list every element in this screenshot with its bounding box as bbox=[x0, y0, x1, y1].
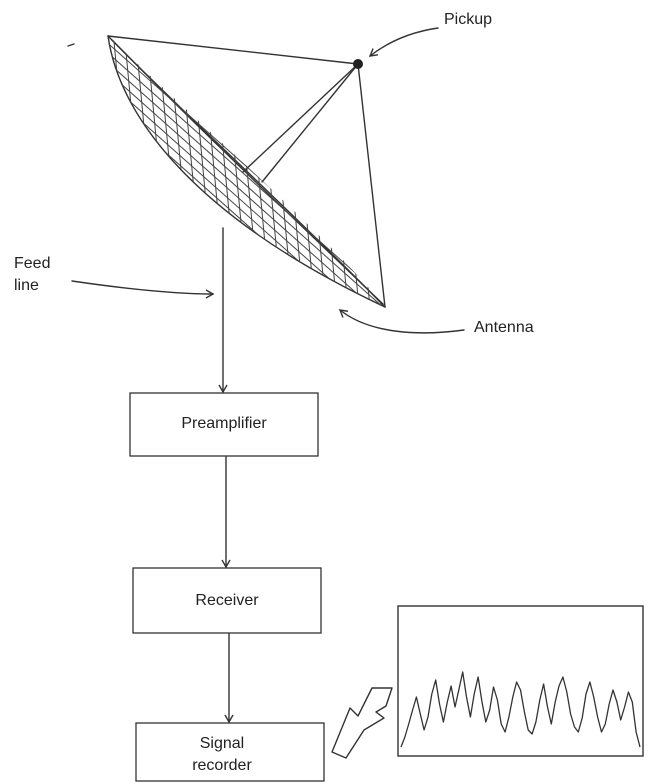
signal-recorder-label-1: Signal bbox=[200, 735, 244, 752]
antenna-label: Antenna bbox=[474, 319, 534, 336]
dish-mesh-line bbox=[185, 44, 385, 307]
dish-mesh-line bbox=[108, 36, 183, 293]
dish-mesh-line bbox=[108, 36, 385, 307]
dish-mesh-line bbox=[297, 67, 385, 307]
dish-mesh-line bbox=[129, 36, 385, 307]
strut-right bbox=[357, 63, 386, 308]
dish-mesh-line bbox=[108, 36, 141, 285]
dish-mesh-line bbox=[108, 36, 155, 288]
dish-mesh-line bbox=[143, 36, 385, 307]
dish-mesh-line bbox=[353, 78, 385, 307]
dish-mesh-line bbox=[320, 36, 352, 307]
feed-line-label-2: line bbox=[14, 277, 39, 294]
receiver-block: Receiver bbox=[132, 567, 322, 634]
output-hollow-arrow bbox=[331, 687, 393, 759]
dish-mesh-line bbox=[108, 36, 337, 307]
dish-mesh-line bbox=[387, 20, 417, 340]
strut-center-b bbox=[261, 63, 359, 183]
dish-mesh-line bbox=[269, 61, 385, 307]
dish-mesh-line bbox=[241, 56, 385, 307]
support-struts bbox=[107, 35, 386, 308]
signal-recorder-label-2: recorder bbox=[192, 757, 252, 774]
dish-mesh-line bbox=[108, 36, 385, 307]
preamplifier-box bbox=[129, 392, 319, 457]
dish-mesh-line bbox=[108, 36, 365, 307]
signal-recorder-block: Signal recorder bbox=[135, 722, 325, 782]
recorder-signal-trace bbox=[400, 671, 641, 748]
dish-mesh-line bbox=[108, 36, 351, 307]
dish-mesh-line bbox=[325, 72, 385, 307]
dish-mesh-line bbox=[171, 42, 385, 307]
dish-mesh-line bbox=[309, 36, 341, 307]
dish-mesh-line bbox=[255, 58, 385, 307]
dish-mesh-line bbox=[265, 36, 297, 307]
preamplifier-block: Preamplifier bbox=[129, 392, 319, 457]
dish-mesh-line bbox=[108, 36, 211, 299]
strut-top bbox=[107, 35, 359, 65]
dish-mesh-line bbox=[398, 20, 428, 340]
feed-line-arrow bbox=[71, 280, 215, 299]
dish-mesh-line bbox=[108, 36, 197, 296]
dish-mesh-line bbox=[298, 36, 330, 307]
dish-mesh-line bbox=[276, 36, 308, 307]
signal-recorder-box bbox=[135, 722, 325, 782]
dish-mesh-line bbox=[287, 36, 319, 307]
dish-mesh-line bbox=[108, 36, 323, 307]
dish-mesh-line bbox=[367, 81, 385, 307]
receiver-label: Receiver bbox=[195, 592, 259, 609]
feed-line-label-1: Feed bbox=[14, 255, 50, 272]
dish-mesh-line bbox=[339, 75, 385, 307]
dish-mesh-line bbox=[283, 64, 385, 307]
dish-mesh-line bbox=[311, 70, 385, 307]
dish-mesh-line bbox=[227, 53, 385, 307]
dish-mesh-line bbox=[108, 36, 169, 290]
dish-mesh-line bbox=[108, 36, 385, 307]
stray-mark bbox=[67, 43, 75, 47]
strut-center-a bbox=[242, 63, 359, 173]
preamplifier-label: Preamplifier bbox=[181, 415, 267, 432]
dish-mesh bbox=[108, 20, 648, 410]
pickup-arrow bbox=[368, 27, 439, 57]
pickup-label: Pickup bbox=[444, 11, 492, 28]
recorder-output-display bbox=[397, 605, 644, 757]
dish-mesh-line bbox=[115, 36, 385, 307]
receiver-box bbox=[132, 567, 322, 634]
dish-mesh-line bbox=[375, 36, 385, 307]
pickup-dot bbox=[353, 59, 363, 69]
dish-mesh-line bbox=[396, 87, 648, 407]
dish-inner-rim bbox=[111, 39, 384, 305]
antenna-arrow bbox=[338, 309, 465, 334]
dish-mesh-line bbox=[409, 20, 439, 340]
dish-mesh-line bbox=[410, 90, 648, 410]
dish-mesh-line bbox=[381, 84, 385, 307]
dish-antenna bbox=[107, 20, 648, 410]
